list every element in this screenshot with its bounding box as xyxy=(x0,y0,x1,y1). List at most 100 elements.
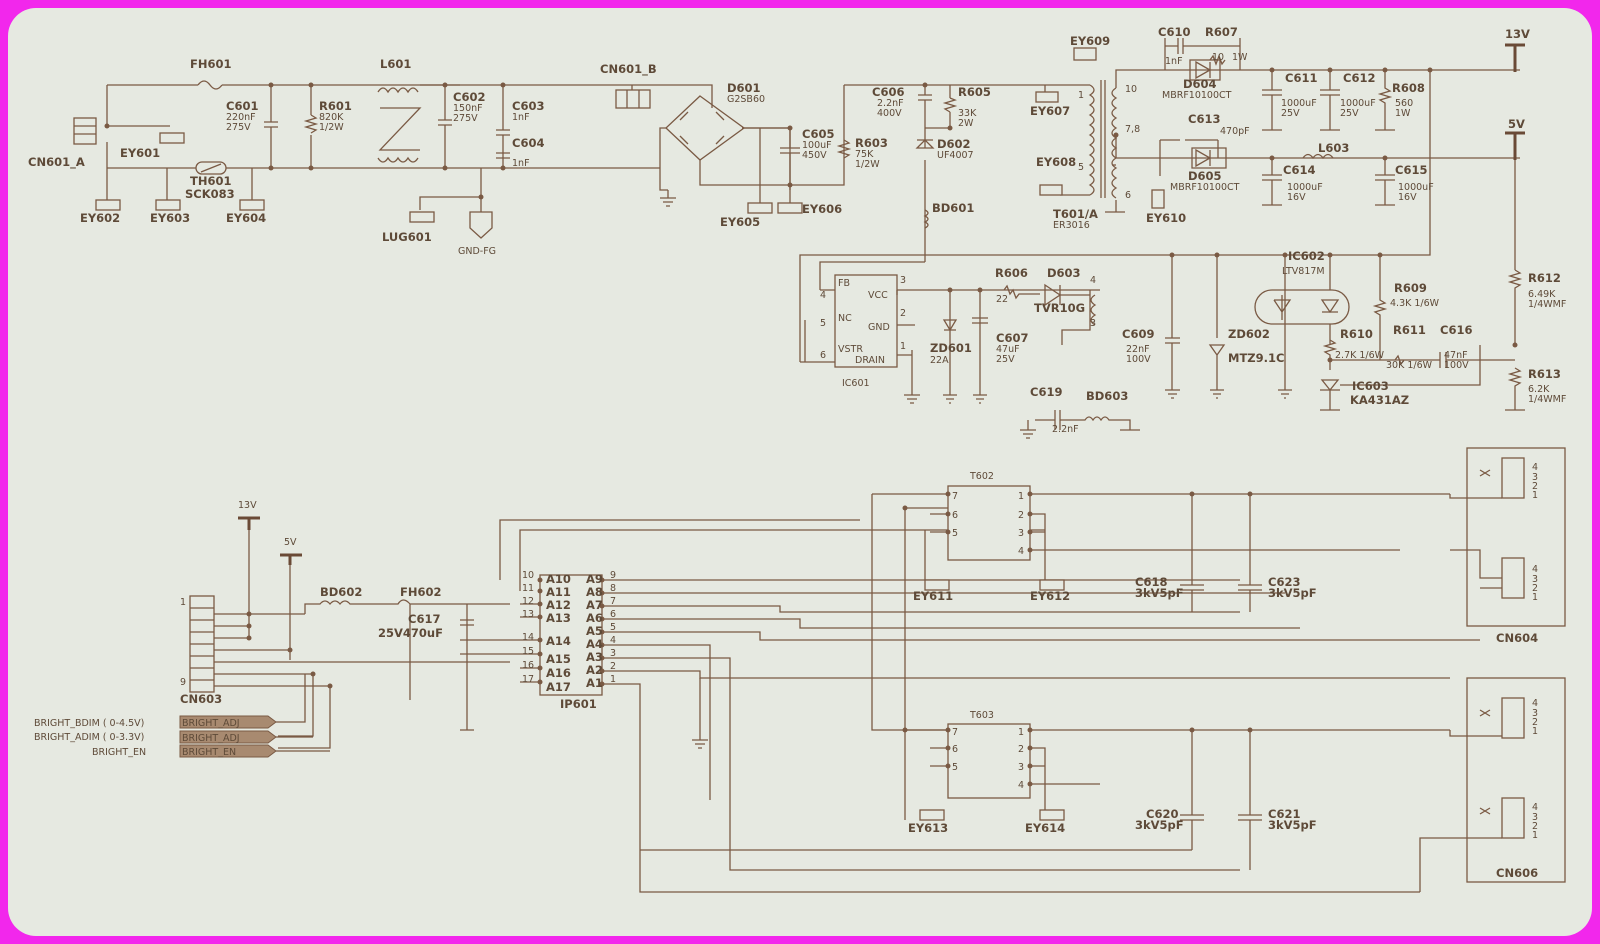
label-t602-pin6: 6 xyxy=(952,510,958,521)
label-d602-a: UF4007 xyxy=(937,150,974,161)
label-c616-a: 47nF xyxy=(1444,350,1468,361)
label-vcc: VCC xyxy=(868,290,888,301)
label-ip-a8: A8 xyxy=(586,585,603,599)
label-c618-a: 3kV5pF xyxy=(1135,586,1184,600)
label-r611-a: 30K 1/6W xyxy=(1386,360,1433,371)
label-t601-b: ER3016 xyxy=(1053,220,1090,231)
label-c617: C617 xyxy=(408,612,440,626)
label-cn606-pin4: 4 xyxy=(1532,698,1538,709)
cap-c606 xyxy=(918,94,932,101)
label-r613-a: 6.2K xyxy=(1528,384,1550,395)
label-r610-a: 2.7K 1/6W xyxy=(1335,350,1385,361)
lug-gnd-fg xyxy=(469,211,493,239)
transformer-t601 xyxy=(1060,69,1520,212)
bridge-d601 xyxy=(679,111,725,145)
label-gnd: GND xyxy=(868,322,890,333)
label-t601-pin78: 7,8 xyxy=(1125,124,1140,135)
labels-inverter: T602 T603 7 6 5 1 2 3 4 7 6 5 1 2 3 4 EY… xyxy=(908,462,1538,880)
label-cn603-pin9: 9 xyxy=(180,677,186,688)
label-c614-a: 1000uF xyxy=(1287,182,1323,193)
resistor-r603 xyxy=(836,139,852,159)
label-c615-a: 1000uF xyxy=(1398,182,1434,193)
label-ey609: EY609 xyxy=(1070,34,1110,48)
label-ic601: IC601 xyxy=(842,378,870,389)
label-cn606-pin1: 1 xyxy=(1532,726,1538,737)
optocoupler-ic602 xyxy=(1254,255,1515,411)
connector-cn601b xyxy=(615,89,651,109)
label-t602-pin1: 1 xyxy=(1018,491,1024,502)
rail-5v-symbol xyxy=(1505,131,1525,160)
label-ip-p10: 10 xyxy=(522,570,534,581)
label-c601-b: 275V xyxy=(226,122,251,133)
tag-bright-adj-1: BRIGHT_ADJ xyxy=(182,718,240,729)
label-cn604-pin3: 3 xyxy=(1532,574,1538,585)
label-t602: T602 xyxy=(969,471,994,482)
label-r608-b: 1W xyxy=(1395,108,1411,119)
label-cn604: CN604 xyxy=(1496,631,1538,645)
label-5v-rail: 5V xyxy=(1508,117,1525,131)
label-c604: C604 xyxy=(512,136,544,150)
label-c602-b: 275V xyxy=(453,113,478,124)
label-ey605: EY605 xyxy=(720,215,760,229)
label-t603-pin2: 2 xyxy=(1018,744,1024,755)
ey-pads-transformer xyxy=(1035,47,1165,209)
label-r610: R610 xyxy=(1340,327,1373,341)
label-r607-b: 1W xyxy=(1232,52,1248,63)
label-pin6: 6 xyxy=(820,350,826,361)
rail-13v-symbol xyxy=(1505,43,1525,72)
label-c620-a: 3kV5pF xyxy=(1135,818,1184,832)
label-c616: C616 xyxy=(1440,323,1472,337)
connector-cn606 xyxy=(1419,677,1566,892)
tag-bright-en: BRIGHT_EN xyxy=(182,747,236,758)
bright-tags xyxy=(179,674,330,758)
label-r607: R607 xyxy=(1205,25,1238,39)
label-ip-p4: 4 xyxy=(610,635,616,646)
label-d604: D604 xyxy=(1183,77,1217,91)
label-c619: C619 xyxy=(1030,385,1062,399)
label-ey610: EY610 xyxy=(1146,211,1186,225)
label-sck083: SCK083 xyxy=(185,187,235,201)
label-pin1: 1 xyxy=(900,341,906,352)
schematic-diagram: FH601 L601 CN601_B D601 G2SB60 C601 220n… xyxy=(28,25,1566,893)
bead-bd601 xyxy=(923,209,929,229)
label-t601-pin5: 5 xyxy=(1078,162,1084,173)
label-t603-pin3: 3 xyxy=(1018,762,1024,773)
label-ip-p16: 16 xyxy=(522,660,534,671)
label-th601: TH601 xyxy=(190,174,231,188)
label-t603-pin4: 4 xyxy=(1018,780,1024,791)
labels-secondary: EY607 EY608 EY609 EY610 T601/A ER3016 1 … xyxy=(1030,25,1530,231)
label-ey612: EY612 xyxy=(1030,589,1070,603)
label-5v-lower: 5V xyxy=(284,537,297,548)
schematic-frame: FH601 L601 CN601_B D601 G2SB60 C601 220n… xyxy=(8,8,1592,936)
label-d603: D603 xyxy=(1047,266,1081,280)
label-cn604b-pin4: 4 xyxy=(1532,462,1538,473)
label-fh601: FH601 xyxy=(190,57,232,71)
label-ip-a5: A5 xyxy=(586,624,603,638)
diode-d602 xyxy=(915,139,935,149)
label-ip-a13: A13 xyxy=(546,611,571,625)
label-t601-pin1: 1 xyxy=(1078,90,1084,101)
label-ip-a2: A2 xyxy=(586,663,603,677)
label-d601-value: G2SB60 xyxy=(727,94,765,105)
label-vstr: VSTR xyxy=(838,344,863,355)
label-ip-p6: 6 xyxy=(610,609,616,620)
label-c605-a: 100uF xyxy=(802,140,832,151)
label-cn603-pin1: 1 xyxy=(180,597,186,608)
label-c621-a: 3kV5pF xyxy=(1268,818,1317,832)
label-cn606-pin3: 3 xyxy=(1532,708,1538,719)
label-t602-pin4: 4 xyxy=(1018,546,1024,557)
filter-c619-bd603 xyxy=(1020,410,1140,439)
label-r603: R603 xyxy=(855,136,888,150)
label-r611: R611 xyxy=(1393,323,1426,337)
label-l603: L603 xyxy=(1318,141,1349,155)
label-r612-b: 1/4WMF xyxy=(1528,299,1566,310)
label-tvr10g: TVR10G xyxy=(1034,301,1085,315)
label-c611-b: 25V xyxy=(1281,108,1300,119)
labels-feedback: IC602 LTV817M R609 4.3K 1/6W R612 6.49K … xyxy=(1282,249,1566,407)
label-cn604-pin4: 4 xyxy=(1532,564,1538,575)
label-ey602: EY602 xyxy=(80,211,120,225)
label-pin4: 4 xyxy=(820,290,826,301)
cap-c602 xyxy=(438,119,452,126)
fuse-fh601 xyxy=(197,80,223,90)
label-ip-a9: A9 xyxy=(586,572,603,586)
